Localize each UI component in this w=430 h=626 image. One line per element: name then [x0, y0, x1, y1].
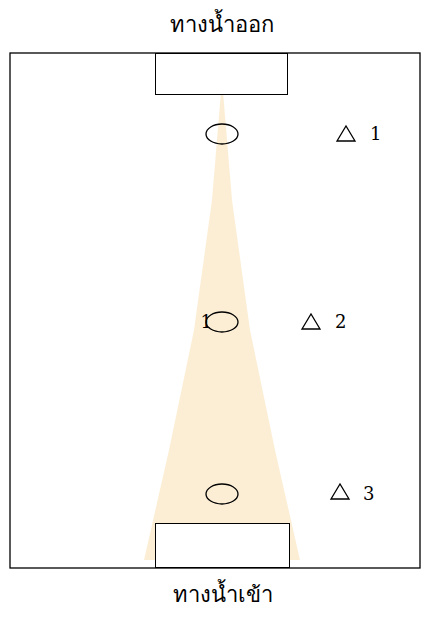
- triangle-marker: [302, 314, 320, 329]
- tank-outline: [10, 53, 420, 568]
- callout-number: 2: [335, 313, 346, 331]
- callout-number: 1: [370, 125, 381, 143]
- pipe-box: ทางน้ำเข้า: [155, 523, 290, 568]
- pipe-box: ทางน้ำออก: [155, 53, 288, 95]
- triangle-marker: [337, 126, 355, 141]
- watermark: [144, 80, 300, 560]
- flow-label: ทางน้ำออก: [170, 7, 274, 42]
- triangle-marker: [331, 484, 349, 499]
- sampling-point: [206, 124, 238, 144]
- callout-number: 3: [363, 485, 374, 503]
- sampling-point: [206, 484, 238, 504]
- callout-number: 1: [201, 313, 212, 331]
- flow-label: ทางน้ำเข้า: [173, 577, 273, 612]
